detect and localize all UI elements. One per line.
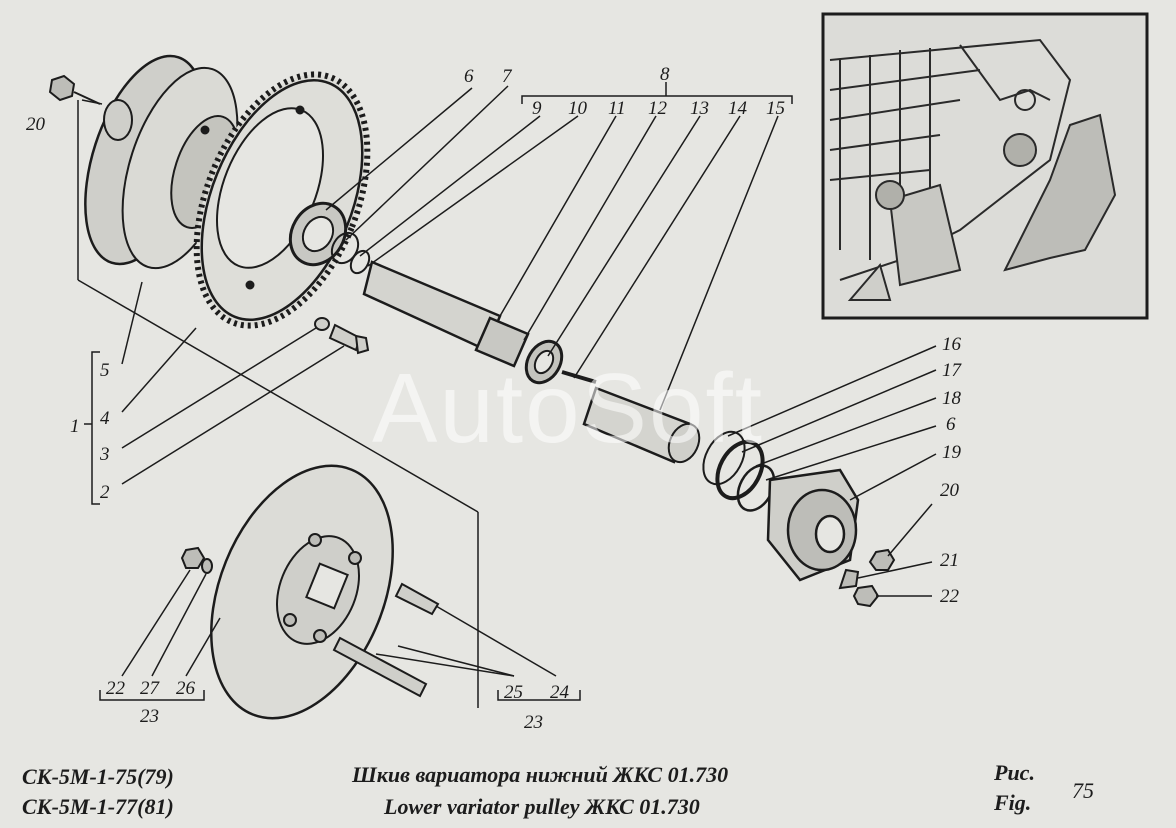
callout-15: 15 [766, 98, 785, 119]
callout-10: 10 [568, 98, 588, 119]
callout-4: 4 [100, 408, 110, 429]
callout-24: 24 [550, 682, 570, 703]
callout-20-right: 20 [940, 480, 960, 501]
leader-lines [77, 82, 937, 708]
callout-14: 14 [728, 98, 748, 119]
callout-12: 12 [648, 98, 668, 119]
pulley-disc-part-26 [210, 464, 394, 720]
callout-17: 17 [942, 360, 963, 381]
model-line-2: СК-5М-1-77(81) [22, 794, 174, 819]
callout-5: 5 [100, 360, 110, 381]
model-line-1: СК-5М-1-75(79) [22, 764, 174, 789]
fig-number: 75 [1072, 778, 1094, 803]
drive-sprocket-assembly [84, 54, 371, 329]
callout-19: 19 [942, 442, 962, 463]
callout-6-top: 6 [464, 66, 474, 87]
title-russian: Шкив вариатора нижний ЖКС 01.730 [352, 762, 729, 787]
watermark: AutoSoft [372, 353, 764, 463]
callout-numbers: 20 6 7 8 9 10 11 12 13 14 15 5 1 4 3 2 1… [26, 64, 963, 733]
title-english: Lower variator pulley ЖКС 01.730 [384, 794, 700, 819]
studs-24-25 [332, 582, 440, 698]
callout-20-top: 20 [26, 114, 46, 135]
shaft-assembly [288, 201, 776, 512]
bearing-housing-part-19 [766, 468, 860, 582]
callout-16: 16 [942, 334, 962, 355]
nut-washer-22-27 [180, 546, 213, 574]
callout-1: 1 [70, 416, 80, 437]
callout-23-left: 23 [140, 706, 159, 727]
callout-22-lower: 22 [106, 678, 126, 699]
callout-18: 18 [942, 388, 962, 409]
callout-23-right: 23 [524, 712, 543, 733]
fig-label-russian: Рис. [994, 760, 1035, 785]
callout-21: 21 [940, 550, 959, 571]
callout-26: 26 [176, 678, 196, 699]
callout-3: 3 [99, 444, 110, 465]
callout-22-right: 22 [940, 586, 960, 607]
callout-2: 2 [100, 482, 110, 503]
callout-13: 13 [690, 98, 709, 119]
callout-7: 7 [502, 66, 513, 87]
callout-11: 11 [608, 98, 626, 119]
bolt-part-20-top [48, 74, 101, 105]
callout-9: 9 [532, 98, 542, 119]
callout-27: 27 [140, 678, 161, 699]
inset-photo [821, 12, 1149, 320]
callout-6-right: 6 [946, 414, 956, 435]
callout-8: 8 [660, 64, 670, 85]
fig-label-english: Fig. [994, 790, 1032, 815]
callout-25: 25 [504, 682, 523, 703]
washer-and-bolt-2-3 [314, 317, 370, 355]
